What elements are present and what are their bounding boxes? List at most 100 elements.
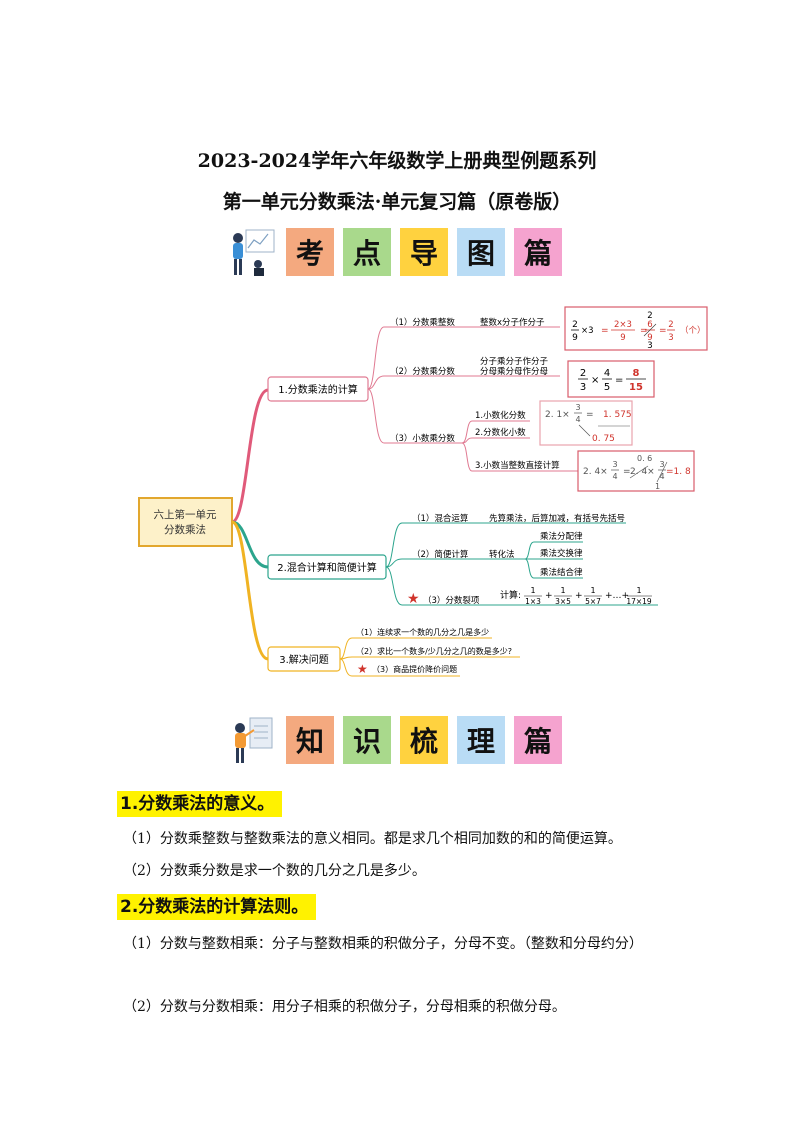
section2-para2: （2）分数与分数相乘：用分子相乘的积做分子，分母相乘的积做分母。: [123, 999, 566, 1015]
example-box-4: 2. 4× 3 4 = 2. 4× 0. 6 3 4 1 =1. 8: [577, 450, 695, 492]
svg-text:+: +: [545, 591, 553, 601]
svg-text:2×3: 2×3: [614, 320, 632, 330]
series-formula: 计算: 1 1×3 + 1 3×5 + 1 5×7 +…+ 1 17×19: [500, 586, 652, 606]
section-heading-1: 1.分数乘法的意义。: [117, 791, 283, 817]
b2-mid: 转化法: [489, 549, 515, 560]
banner-tile: 导: [400, 228, 448, 276]
svg-text:2. 4×: 2. 4×: [583, 467, 608, 477]
b1-line2: [367, 375, 470, 390]
b1-item1: （1）分数乘整数: [390, 317, 455, 328]
svg-text:1: 1: [530, 586, 535, 595]
svg-text:+: +: [575, 591, 583, 601]
section2-para1: （1）分数与整数相乘：分子与整数相乘的积做分子，分母不变。（整数和分母约分）: [123, 936, 643, 952]
svg-text:2: 2: [647, 311, 652, 321]
svg-text:3: 3: [647, 341, 652, 351]
banner-tile: 识: [343, 716, 391, 764]
b2-item2: （2）简便计算: [412, 549, 469, 560]
svg-text:=: =: [659, 326, 667, 336]
presenter-figure-icon: [235, 717, 273, 763]
svg-text:3: 3: [612, 460, 617, 469]
example-box-1: 2 9 ×3 = 2×3 9 = 2 6 9 3 = 2 3 （个）: [564, 306, 708, 351]
svg-text:×3: ×3: [581, 326, 594, 336]
mindmap-banner: 考 点 导 图 篇: [228, 226, 571, 278]
section-heading-2: 2.分数乘法的计算法则。: [117, 894, 317, 920]
example-box-3: 2. 1× 3 4 = 1. 575 0. 75: [539, 400, 633, 446]
b1-sub2: 2.分数化小数: [475, 427, 526, 438]
svg-text:4: 4: [604, 368, 610, 379]
svg-text:3: 3: [575, 403, 580, 412]
svg-text:6: 6: [647, 320, 652, 330]
banner-tile: 知: [286, 716, 334, 764]
svg-text:8: 8: [633, 368, 640, 379]
svg-text:4: 4: [659, 472, 664, 481]
banner-tile: 图: [457, 228, 505, 276]
banner-tile: 考: [286, 228, 334, 276]
connector-1: [231, 388, 269, 524]
star-icon: ★: [357, 662, 368, 676]
svg-text:9: 9: [572, 333, 578, 343]
b1-rule1: 整数x分子作分子: [480, 317, 545, 328]
document-title: 2023-2024学年六年级数学上册典型例题系列: [197, 150, 597, 172]
section1-para2: （2）分数乘分数是求一个数的几分之几是多少。: [123, 863, 426, 879]
b3-item3: （3）商品提价降价问题: [372, 664, 457, 674]
document-subtitle: 第一单元分数乘法·单元复习篇（原卷版）: [222, 191, 572, 213]
svg-text:3: 3: [668, 333, 673, 343]
b2-item1: （1）混合运算: [412, 513, 469, 524]
branch3-title: 3.解决问题: [279, 653, 329, 666]
teacher-figure-icon: [233, 229, 275, 276]
law-2: 乘法交换律: [540, 548, 583, 559]
root-line2: 分数乘法: [164, 523, 206, 536]
svg-text:1: 1: [636, 586, 641, 595]
svg-text:0. 6: 0. 6: [637, 454, 652, 463]
svg-text:15: 15: [629, 382, 643, 393]
svg-text:1: 1: [560, 586, 565, 595]
svg-text:9: 9: [647, 333, 652, 343]
star-icon: ★: [407, 591, 420, 607]
svg-text:3: 3: [659, 460, 664, 469]
svg-text:2: 2: [668, 320, 673, 330]
knowledge-banner: 知 识 梳 理 篇: [228, 714, 571, 766]
banner-tile: 梳: [400, 716, 448, 764]
b1-rule2b: 分母乘分母作分母: [480, 366, 548, 377]
b3-item1: （1）连续求一个数的几分之几是多少: [356, 627, 489, 637]
svg-text:2: 2: [572, 320, 578, 330]
svg-text:=: =: [586, 410, 594, 420]
b1-line3: [367, 388, 462, 444]
svg-text:=: =: [623, 467, 631, 477]
svg-text:+…+: +…+: [605, 591, 629, 601]
svg-text:1. 575: 1. 575: [603, 410, 632, 420]
svg-text:=: =: [640, 326, 648, 336]
b1-rule2a: 分子乘分子作分子: [480, 356, 549, 367]
svg-text:3×5: 3×5: [555, 597, 571, 606]
svg-text:4: 4: [575, 415, 580, 424]
branch2-title: 2.混合计算和简便计算: [277, 561, 377, 574]
svg-text:9: 9: [620, 333, 625, 343]
b1-item2: （2）分数乘分数: [390, 366, 455, 377]
svg-text:（个）: （个）: [680, 325, 706, 336]
svg-text:1: 1: [655, 482, 660, 491]
b3-item2: （2）求比一个数多/少几分之几的数是多少?: [356, 646, 512, 656]
svg-text:2: 2: [580, 368, 586, 379]
banner-tile: 篇: [514, 716, 562, 764]
b2-item3: （3）分数裂项: [423, 595, 480, 606]
svg-text:0. 75: 0. 75: [592, 434, 615, 444]
b1-line1: [367, 326, 470, 390]
b1-sub1: 1.小数化分数: [475, 410, 526, 421]
svg-text:=: =: [601, 326, 609, 336]
root-line1: 六上第一单元: [154, 508, 217, 521]
banner-tile: 篇: [514, 228, 562, 276]
svg-text:4: 4: [612, 472, 617, 481]
law-3: 乘法结合律: [540, 567, 583, 578]
svg-text:1×3: 1×3: [525, 597, 541, 606]
svg-text:17×19: 17×19: [626, 597, 652, 606]
branch1-title: 1.分数乘法的计算: [278, 383, 358, 396]
section1-para1: （1）分数乘整数与整数乘法的意义相同。都是求几个相同加数的和的简便运算。: [123, 831, 622, 847]
svg-text:=: =: [615, 375, 623, 386]
svg-text:2. 4×: 2. 4×: [630, 467, 655, 477]
svg-text:5×7: 5×7: [585, 597, 601, 606]
b1-sub3: 3.小数当整数直接计算: [475, 460, 560, 471]
svg-text:×: ×: [591, 375, 599, 386]
svg-text:=1. 8: =1. 8: [666, 467, 691, 477]
mindmap-root: [138, 497, 233, 547]
